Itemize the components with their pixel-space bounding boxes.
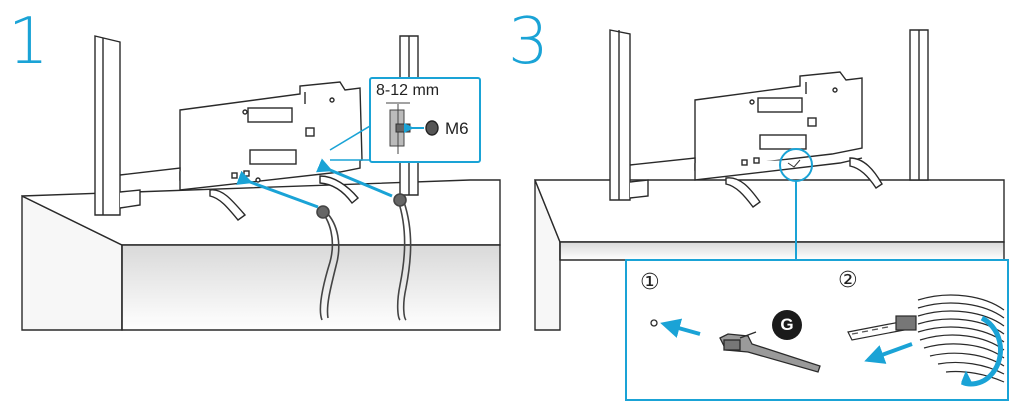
cabinet-right — [533, 179, 1005, 331]
fastener-arrows-left — [236, 158, 393, 209]
cable-tie-inset — [625, 259, 1009, 401]
callout-connectors — [329, 125, 371, 161]
cabinet-left — [21, 179, 501, 331]
step-number-1: 1 — [8, 5, 49, 79]
panel-step-1 — [21, 35, 501, 331]
depth-label: 8-12 mm — [376, 82, 440, 99]
tie-bundle-illustration — [847, 294, 1005, 387]
screw-size-label: M6 — [445, 119, 469, 138]
tv-back-right — [609, 29, 929, 208]
panel-step-3 — [533, 29, 1005, 331]
part-g-badge: G — [772, 310, 802, 340]
zoom-indicator — [779, 148, 813, 260]
tie-insert-illustration — [650, 318, 821, 373]
cable-pair-left — [316, 193, 412, 321]
step-number-3: 3 — [508, 5, 549, 79]
screw-callout-box — [369, 77, 481, 163]
substep-2-marker: ② — [838, 268, 858, 293]
substep-1-marker: ① — [640, 270, 660, 295]
